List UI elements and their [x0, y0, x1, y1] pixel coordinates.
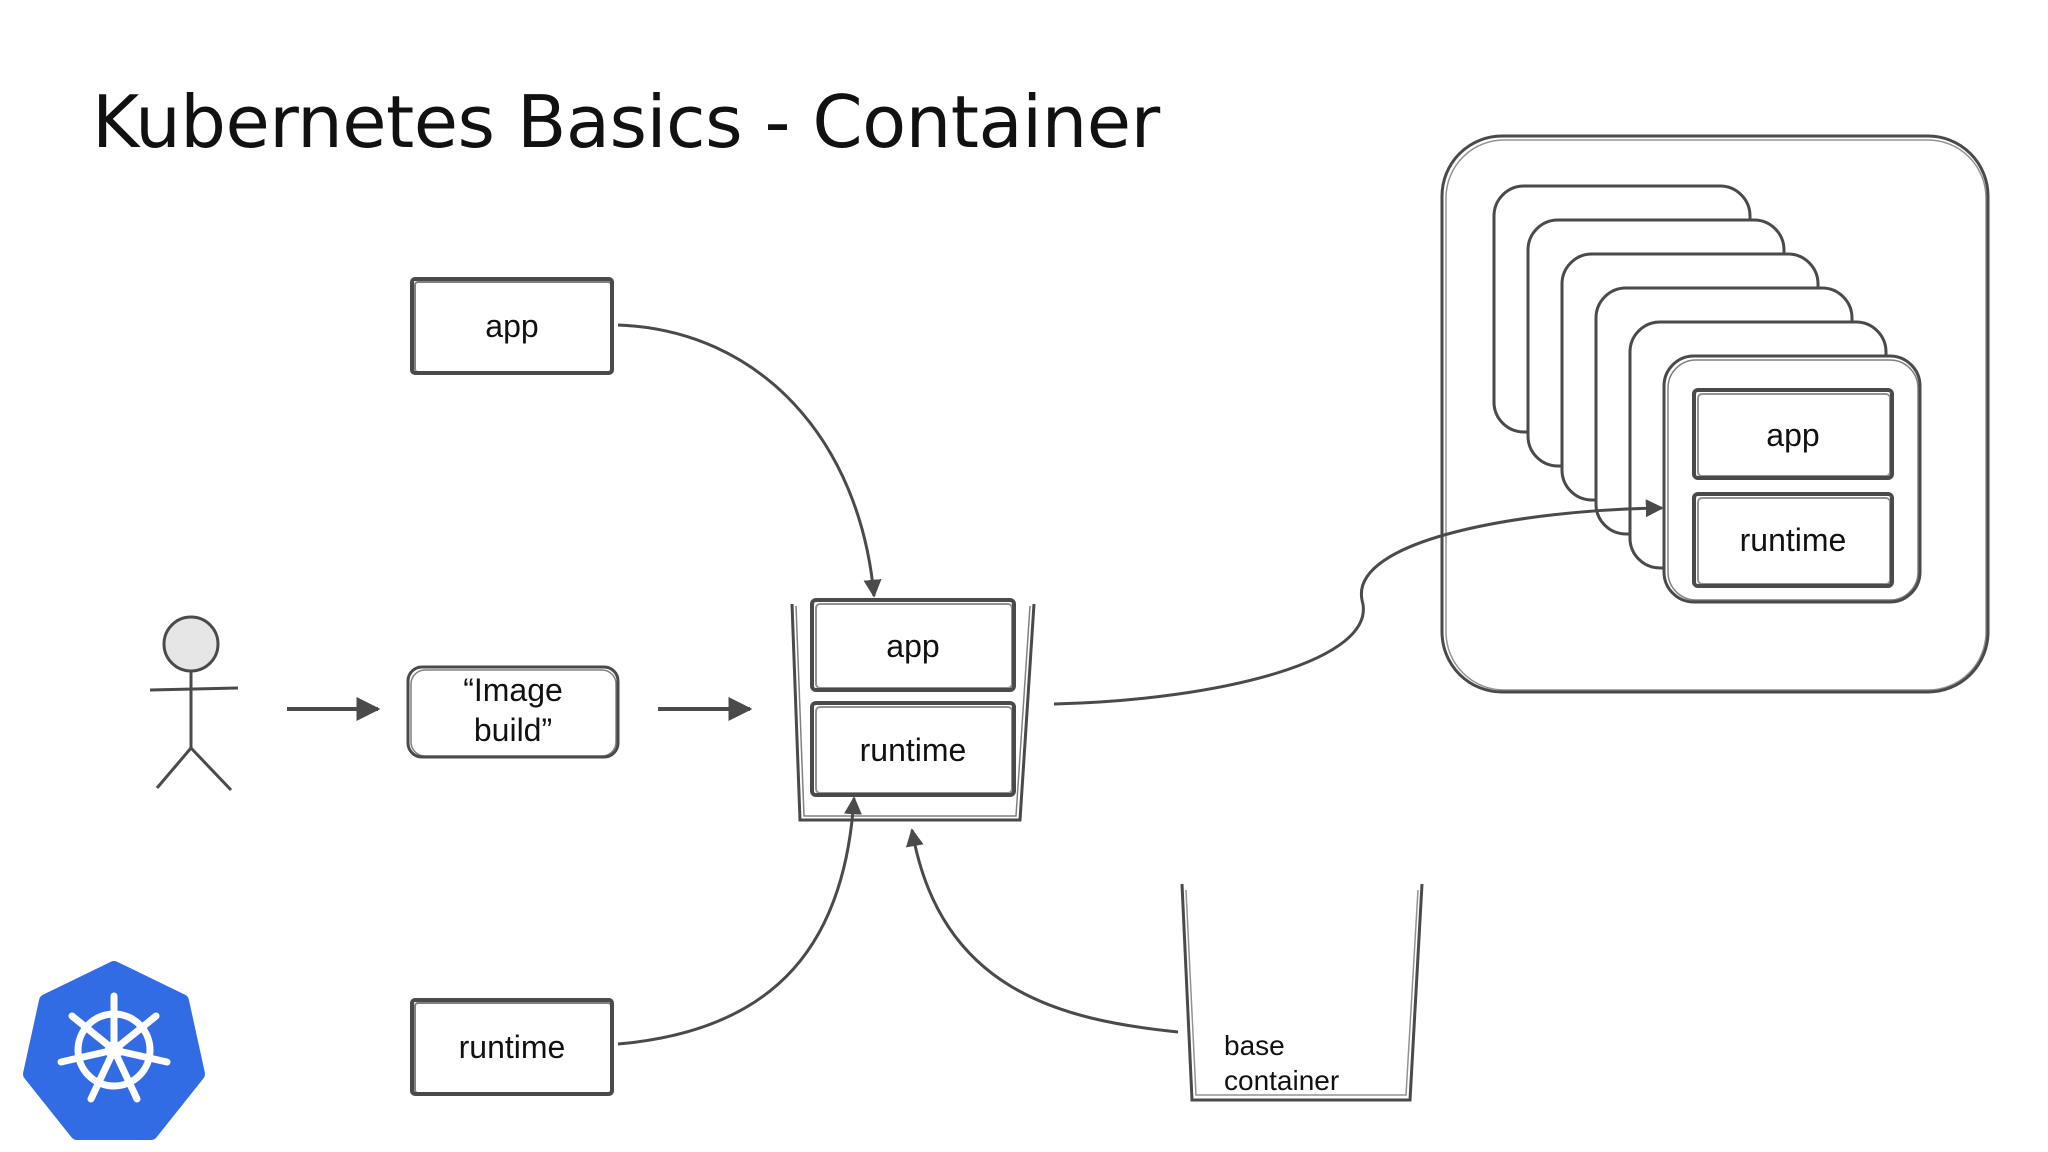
base-to-image-arrow	[905, 828, 1179, 1034]
image-runtime-layer	[810, 701, 1016, 797]
image-app-label: app	[886, 628, 940, 664]
deployed-app-layer	[1692, 388, 1894, 480]
slide-title: Kubernetes Basics - Container	[92, 80, 1160, 164]
app-to-image-arrow	[617, 323, 882, 598]
deployed-runtime-label: runtime	[1739, 522, 1847, 558]
runtime-input-label: runtime	[458, 1029, 566, 1065]
image-runtime-label: runtime	[859, 732, 967, 768]
image-build-label: “Image build”	[408, 670, 618, 750]
app-input-box	[410, 277, 614, 375]
base-container-label: base container	[1224, 1028, 1339, 1098]
image-build-label-line2: build”	[473, 712, 553, 748]
image-build-box	[406, 665, 620, 759]
kubernetes-wheel-icon	[23, 961, 205, 1140]
base-container-label-line2: container	[1224, 1065, 1340, 1096]
container-image-bucket	[790, 603, 1036, 822]
deployed-app-label: app	[1766, 417, 1820, 453]
deployed-runtime-layer	[1692, 492, 1894, 588]
image-app-layer	[810, 598, 1016, 692]
app-input-label: app	[485, 308, 539, 344]
stick-figure-icon	[149, 615, 239, 792]
image-to-cluster-arrow	[1053, 499, 1664, 706]
image-build-label-line1: “Image	[463, 672, 563, 708]
base-container-bucket	[1180, 883, 1424, 1102]
runtime-to-image-arrow	[617, 796, 862, 1046]
cluster-box	[1440, 134, 1990, 694]
runtime-input-box	[410, 998, 614, 1096]
base-container-label-line1: base	[1224, 1030, 1285, 1061]
